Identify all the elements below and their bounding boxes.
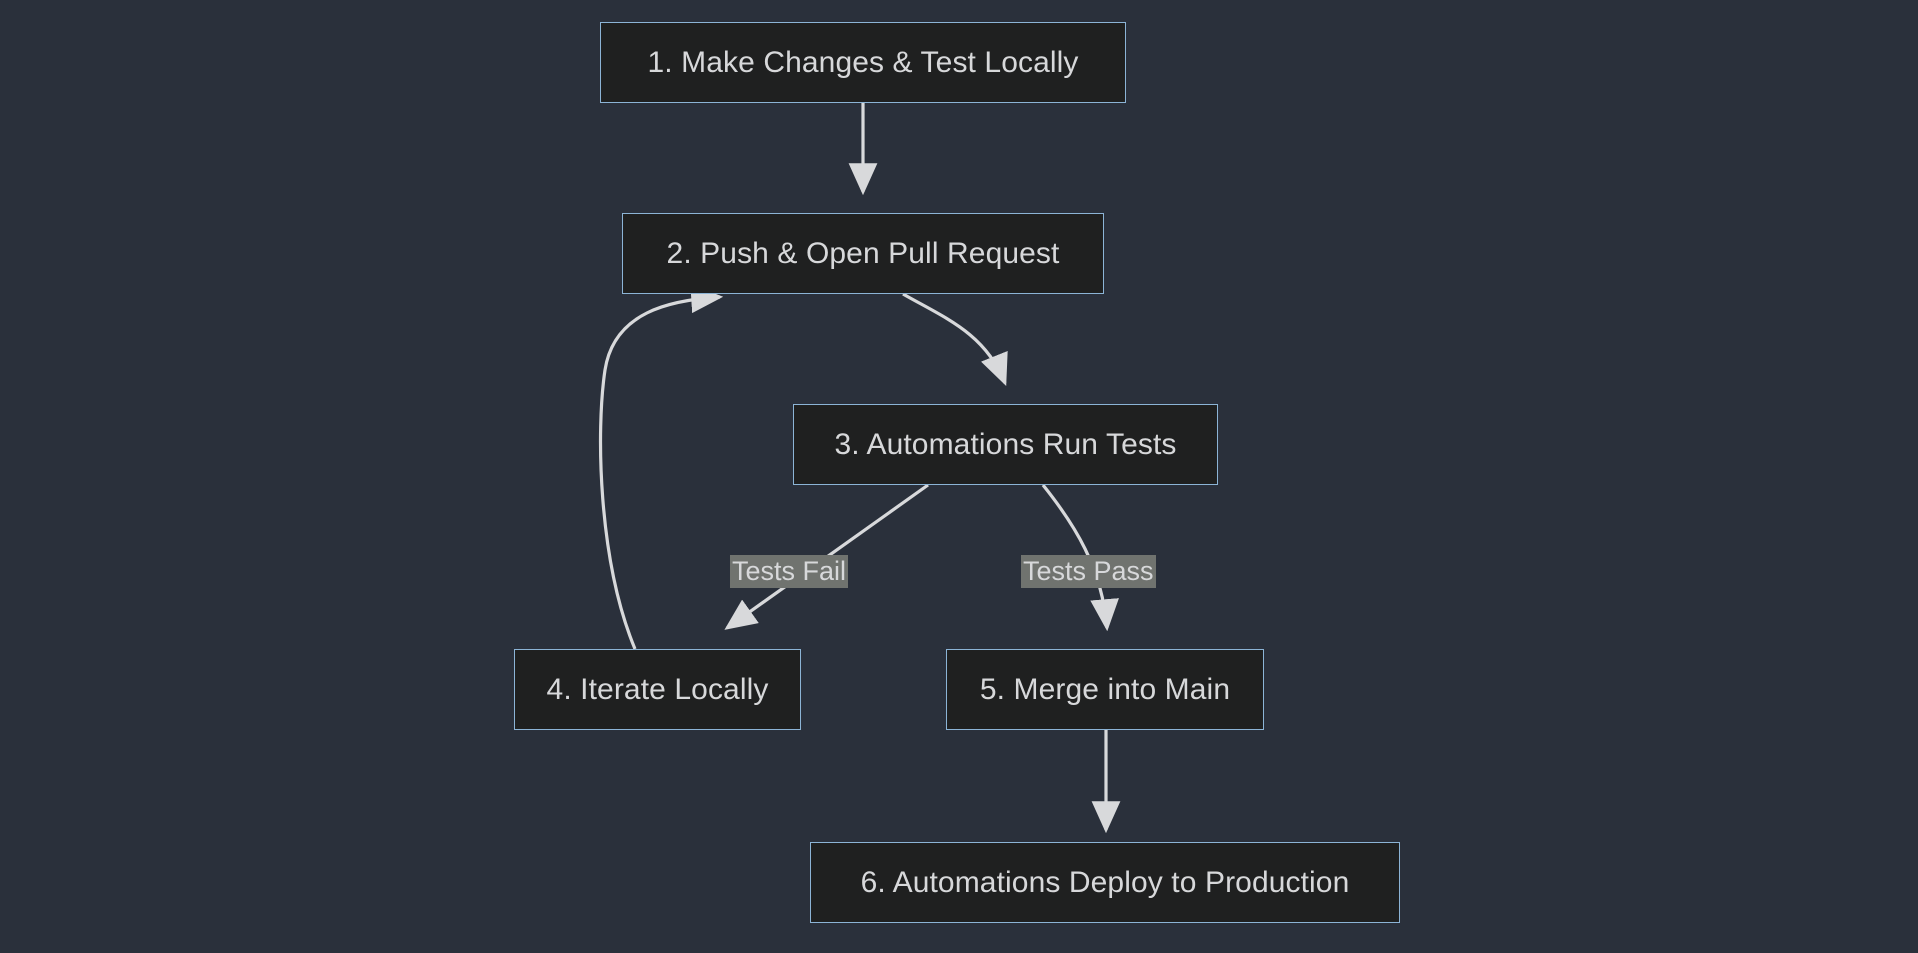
edge-n2-n3 (902, 292, 1008, 386)
edge-label-tests-fail: Tests Fail (730, 555, 849, 588)
flow-node-4[interactable]: 4. Iterate Locally (514, 649, 801, 730)
flow-node-3-label: 3. Automations Run Tests (834, 427, 1177, 461)
flow-node-1-label: 1. Make Changes & Test Locally (647, 45, 1079, 79)
flow-node-2-label: 2. Push & Open Pull Request (666, 236, 1060, 270)
flow-node-1[interactable]: 1. Make Changes & Test Locally (600, 22, 1126, 103)
flow-node-5[interactable]: 5. Merge into Main (946, 649, 1264, 730)
edge-n3-n5 (1041, 484, 1119, 632)
flow-node-5-label: 5. Merge into Main (979, 672, 1231, 706)
flow-node-6-label: 6. Automations Deploy to Production (860, 865, 1350, 899)
flow-node-2[interactable]: 2. Push & Open Pull Request (622, 213, 1104, 294)
flow-node-4-label: 4. Iterate Locally (546, 672, 769, 706)
edge-label-tests-pass: Tests Pass (1021, 555, 1156, 588)
flow-node-6[interactable]: 6. Automations Deploy to Production (810, 842, 1400, 923)
flow-node-3[interactable]: 3. Automations Run Tests (793, 404, 1218, 485)
edge-n4-n2 (598, 284, 724, 650)
